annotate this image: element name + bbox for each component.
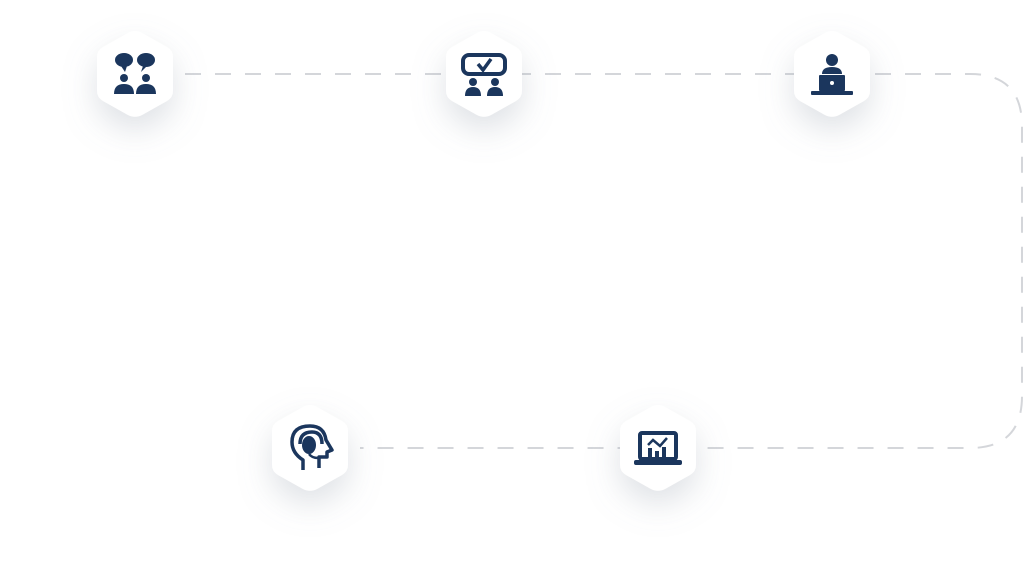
laptop-analytics-icon xyxy=(634,431,682,465)
node-support xyxy=(272,405,348,491)
node-presenter xyxy=(794,31,870,117)
presenter-laptop-icon xyxy=(811,54,853,95)
discussion-people-icon xyxy=(114,53,156,94)
node-approval xyxy=(446,31,522,117)
dashed-connector-path xyxy=(185,73,1023,449)
headset-support-icon xyxy=(290,424,334,470)
node-analytics xyxy=(620,405,696,491)
node-discussion xyxy=(97,31,173,117)
approval-meeting-icon xyxy=(461,53,507,96)
